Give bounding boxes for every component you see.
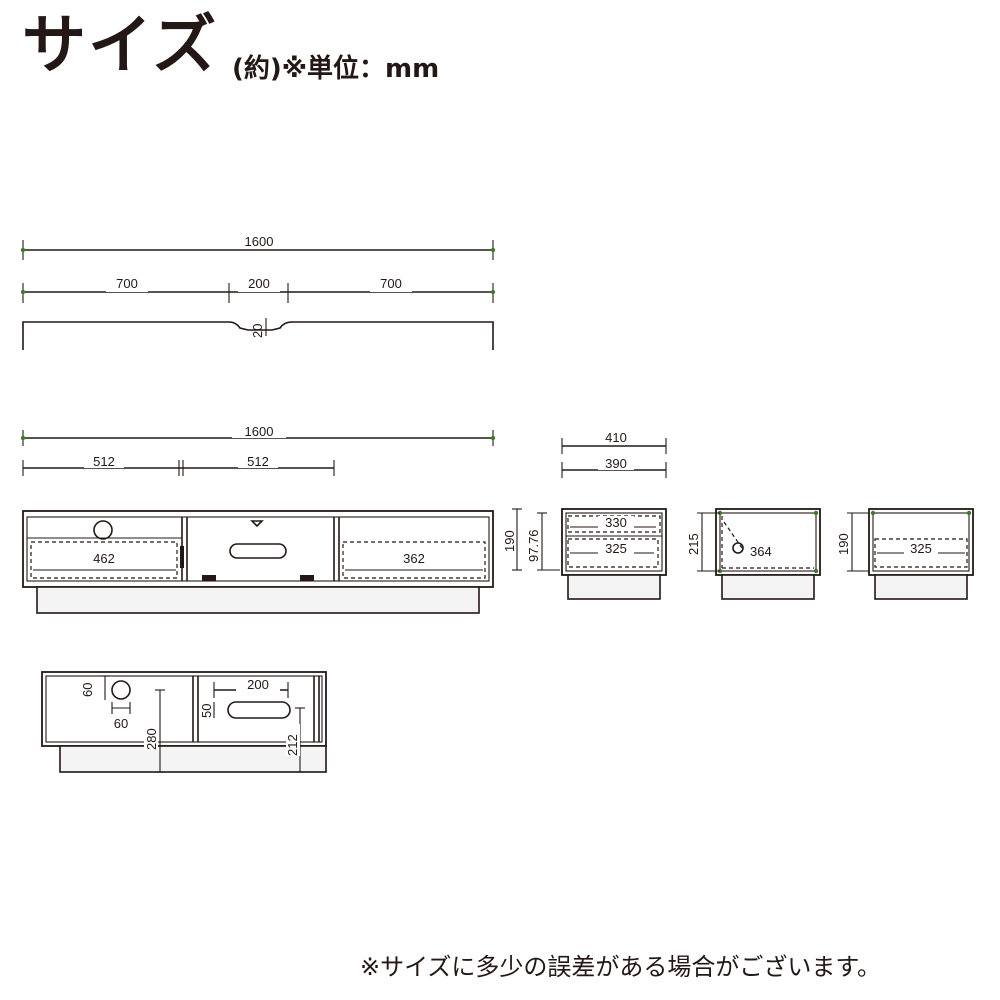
top-overall-width-label: 1600 xyxy=(245,234,274,249)
side1-outer-depth-label: 410 xyxy=(605,430,627,445)
side3-inner-depth-label: 325 xyxy=(910,541,932,556)
front-overall-width-label: 1600 xyxy=(245,424,274,439)
back-view: 60 60 280 200 50 212 xyxy=(41,671,327,773)
side2-depth-label: 364 xyxy=(750,544,772,559)
side-view-3: 325 190 xyxy=(836,508,974,600)
page-title: サイズ xyxy=(22,9,219,83)
top-left-section-label: 700 xyxy=(116,276,138,291)
side1-height-label: 190 xyxy=(502,530,517,552)
back-hole-diameter-label: 60 xyxy=(80,683,95,697)
front-view: 1600 512 512 462 xyxy=(20,423,496,614)
back-opening-width-label: 200 xyxy=(247,677,269,692)
back-height-left-label: 280 xyxy=(144,728,159,750)
left-drawer-inner-label: 462 xyxy=(93,551,115,566)
top-right-section-label: 700 xyxy=(380,276,402,291)
side1-inner-depth-label: 390 xyxy=(605,456,627,471)
unit-note: (約)※単位：mm xyxy=(232,54,440,84)
side3-height-label: 190 xyxy=(836,533,851,555)
front-left-module-label: 512 xyxy=(93,454,115,469)
back-hole-offset-label: 60 xyxy=(114,716,128,731)
right-drawer-inner-label: 362 xyxy=(403,551,425,566)
side1-upper-inner-label: 330 xyxy=(605,515,627,530)
back-height-right-label: 212 xyxy=(285,734,300,756)
side2-height-label: 215 xyxy=(686,533,701,555)
side-view-1: 410 390 330 325 190 97.76 xyxy=(502,430,667,600)
notch-depth-label: 20 xyxy=(250,324,265,338)
side1-upper-height-label: 97.76 xyxy=(526,529,541,562)
front-center-module-label: 512 xyxy=(247,454,269,469)
top-view: 1600 700 200 700 20 xyxy=(20,233,496,350)
top-center-section-label: 200 xyxy=(248,276,270,291)
back-opening-height-label: 50 xyxy=(199,704,214,718)
side-view-2: 364 215 xyxy=(686,508,821,600)
size-disclaimer: ※サイズに多少の誤差がある場合がございます。 xyxy=(360,953,881,981)
side1-lower-inner-label: 325 xyxy=(605,541,627,556)
